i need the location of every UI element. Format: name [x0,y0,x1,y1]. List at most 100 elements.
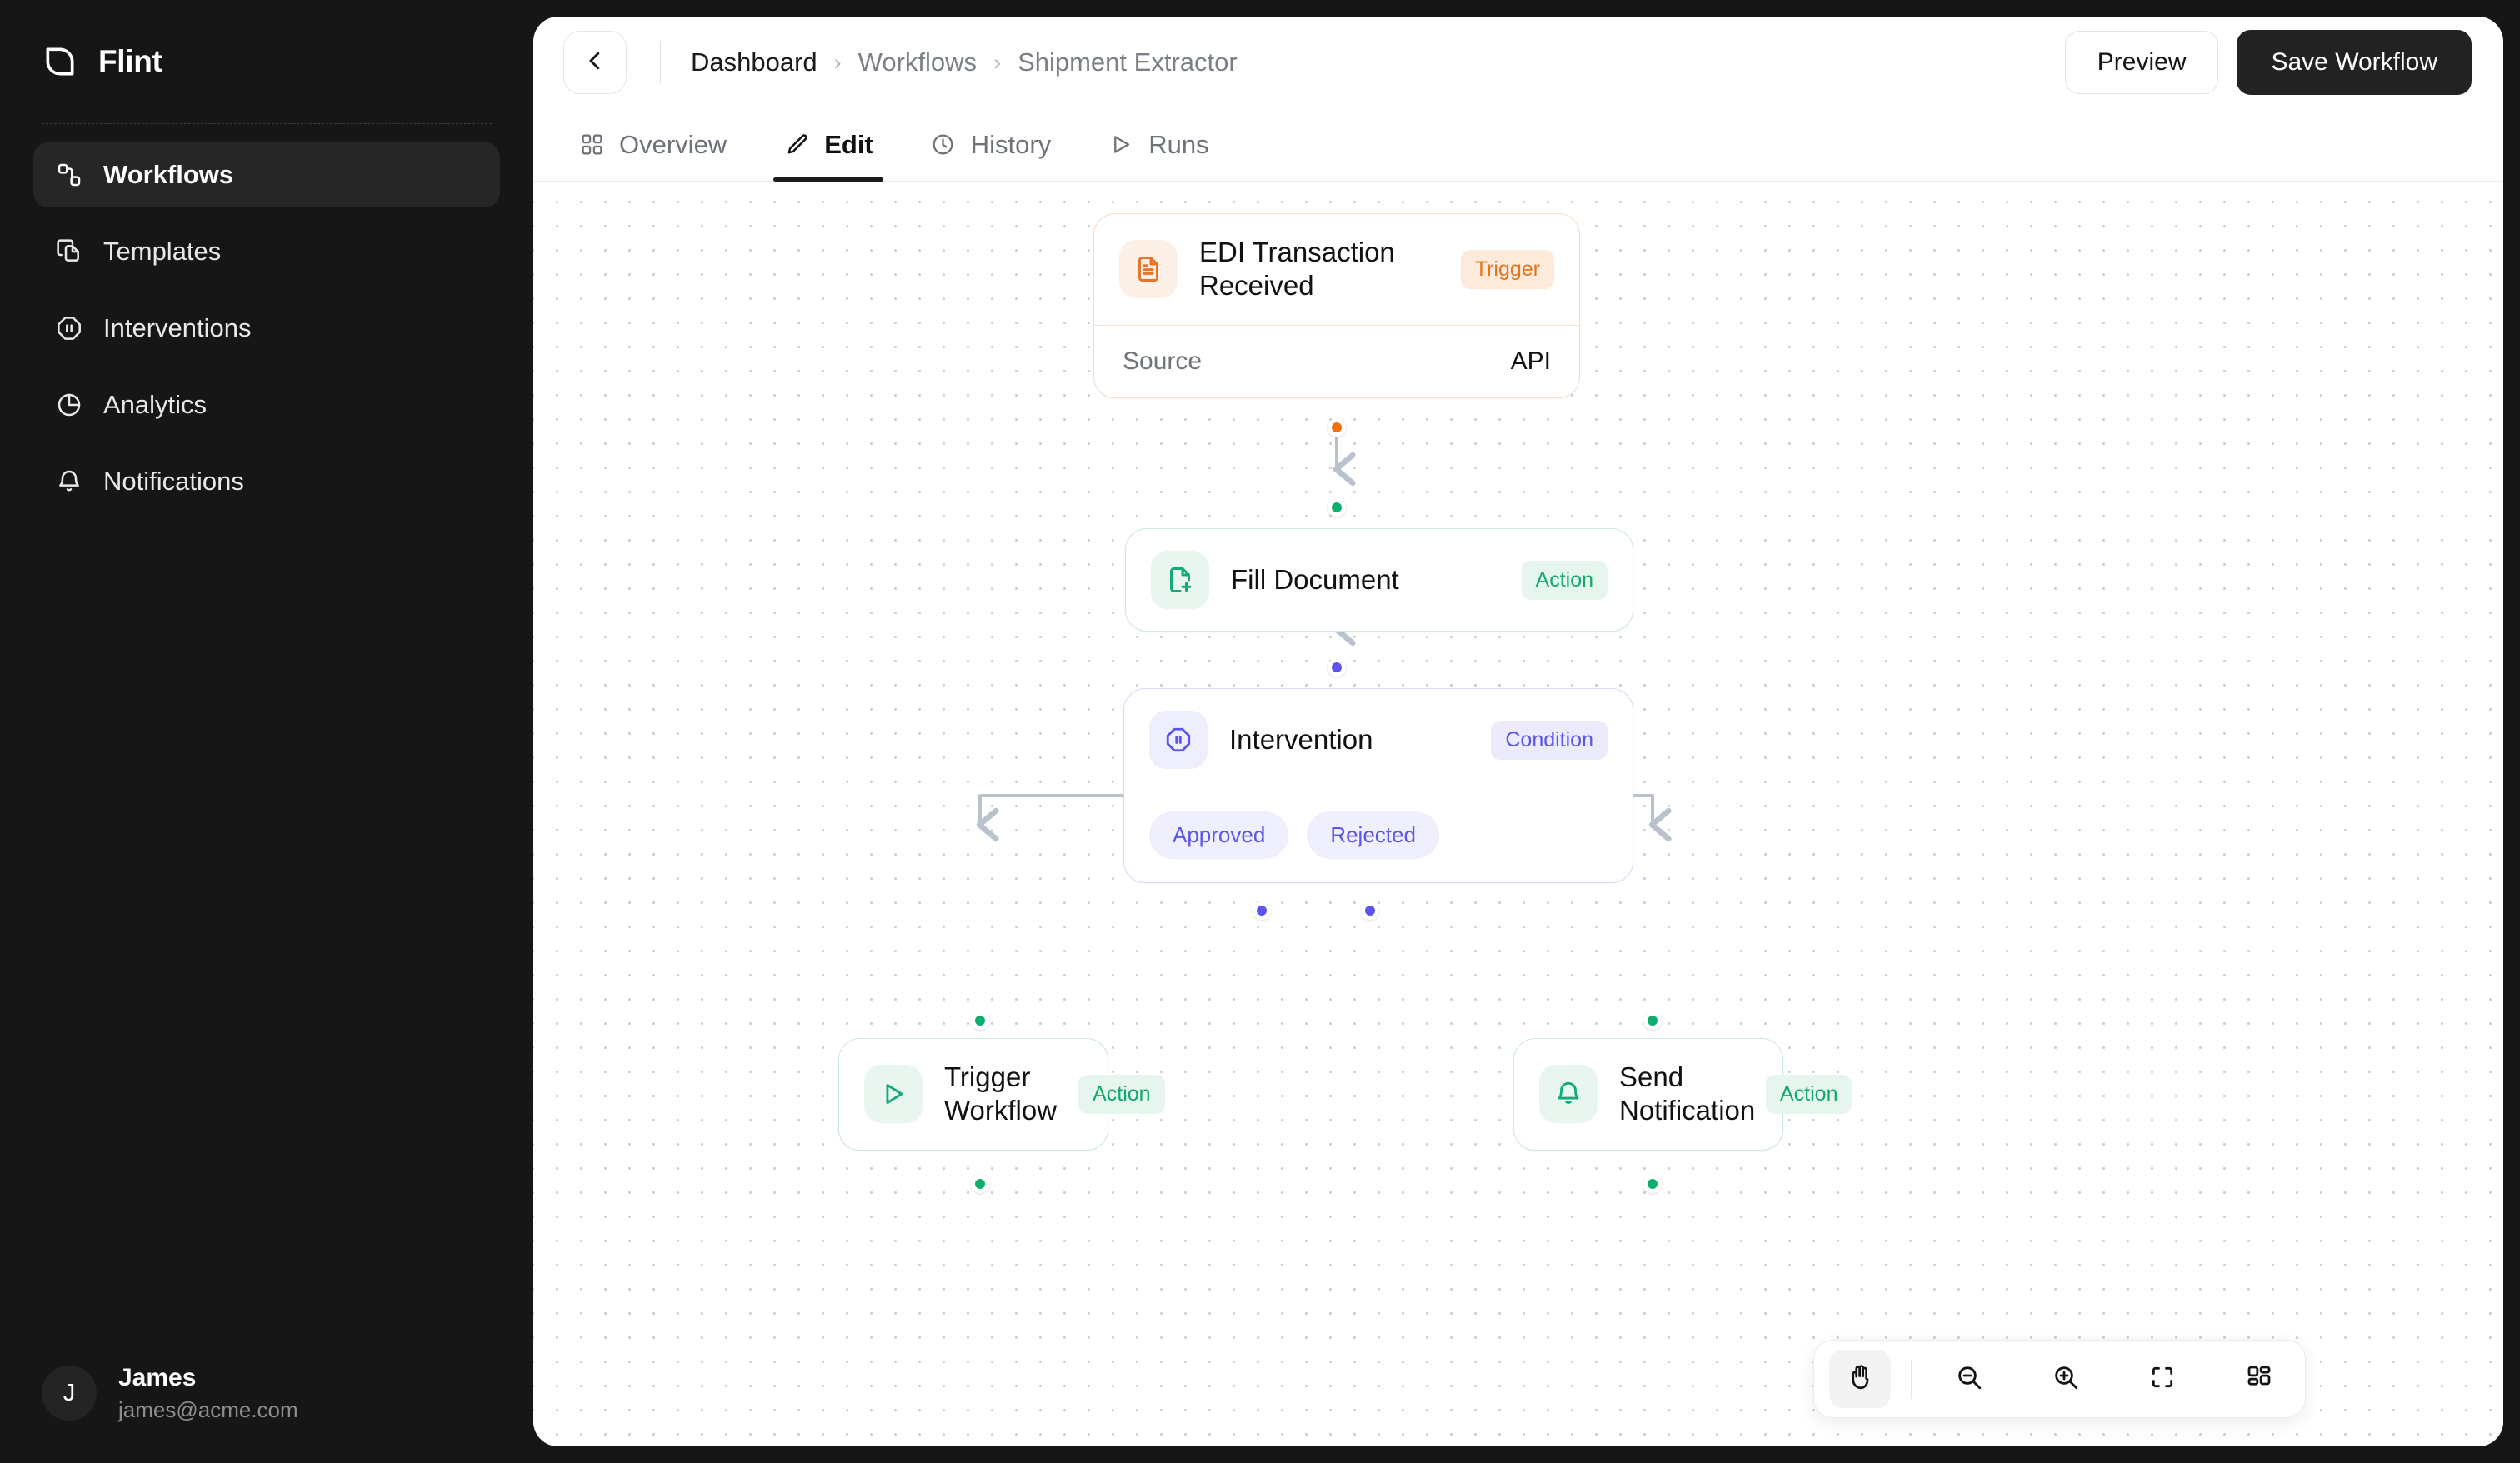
node-header: EDI Transaction Received Trigger [1094,214,1579,325]
save-workflow-button[interactable]: Save Workflow [2237,30,2472,95]
pan-tool-button[interactable] [1829,1350,1891,1408]
node-edi-transaction-received[interactable]: EDI Transaction Received Trigger Source … [1093,213,1580,398]
breadcrumb: Dashboard › Workflows › Shipment Extract… [691,47,1238,77]
detail-value: API [1510,347,1551,375]
breadcrumb-separator: › [833,49,842,75]
layout-grid-icon [2246,1364,2272,1395]
octagon-pause-icon [1149,711,1208,769]
breadcrumb-item-current[interactable]: Shipment Extractor [1018,47,1238,77]
breadcrumb-item-dashboard[interactable]: Dashboard [691,47,818,77]
node-title: Send Notification [1619,1061,1756,1126]
chevron-left-icon [582,48,608,77]
profile-text: James james@acme.com [118,1361,298,1425]
status-badge: Action [1766,1074,1852,1114]
tab-history[interactable]: History [902,108,1079,181]
node-intervention[interactable]: Intervention Condition Approved Rejected [1123,688,1633,883]
zoom-in-button[interactable] [2035,1350,2097,1408]
tab-edit[interactable]: Edit [755,108,902,182]
branch-rejected[interactable]: Rejected [1307,811,1439,859]
workflows-icon [55,161,83,189]
status-badge: Trigger [1460,249,1554,289]
tab-runs[interactable]: Runs [1079,108,1237,181]
canvas-toolbar [1813,1340,2306,1418]
flint-logo-icon [42,43,78,80]
sidebar-divider [42,123,492,124]
workflow-canvas[interactable]: EDI Transaction Received Trigger Source … [533,182,2503,1446]
analytics-icon [55,391,83,419]
sidebar-item-notifications[interactable]: Notifications [33,449,500,514]
avatar: J [42,1366,97,1421]
sidebar-item-analytics[interactable]: Analytics [33,372,500,437]
clock-icon [930,132,957,158]
port-trigger-workflow-in[interactable] [971,1011,989,1030]
tab-label: Edit [824,129,873,159]
port-intervention-in[interactable] [1328,658,1346,677]
zoom-out-button[interactable] [1938,1350,2000,1408]
node-detail-row: Source API [1094,324,1579,397]
port-trigger-workflow-out[interactable] [971,1175,989,1193]
node-title: Intervention [1229,723,1373,755]
header-divider [660,41,661,84]
node-header: Trigger Workflow Action [839,1039,1165,1150]
interventions-icon [55,314,83,342]
fit-to-screen-button[interactable] [2132,1350,2193,1408]
sidebar-item-label: Interventions [103,313,252,342]
tab-label: Runs [1148,129,1209,159]
tab-label: Overview [619,129,728,159]
node-trigger-workflow[interactable]: Trigger Workflow Action [838,1038,1165,1151]
pencil-icon [783,132,810,158]
sidebar-item-templates[interactable]: Templates [33,219,500,284]
node-send-notification[interactable]: Send Notification Action [1513,1038,1852,1151]
preview-button[interactable]: Preview [2064,31,2219,94]
notifications-icon [55,467,83,496]
status-badge: Action [1521,560,1608,600]
bell-icon [1539,1065,1598,1124]
port-fill-document-in[interactable] [1328,498,1346,517]
fit-screen-icon [2149,1364,2176,1395]
header-actions: Preview Save Workflow [2064,30,2472,95]
user-profile[interactable]: J James james@acme.com [33,1361,500,1463]
port-trigger-out[interactable] [1328,418,1346,437]
zoom-out-icon [1955,1363,1983,1396]
breadcrumb-separator: › [993,49,1002,75]
tab-bar: Overview Edit History [533,108,2503,182]
port-send-notification-out[interactable] [1643,1175,1662,1193]
tab-overview[interactable]: Overview [563,108,755,181]
templates-icon [55,237,83,266]
status-badge: Condition [1491,720,1608,760]
play-triangle-icon [864,1065,922,1124]
hand-icon [1846,1363,1874,1396]
grid-icon [578,132,605,158]
sidebar-item-label: Analytics [103,390,208,419]
breadcrumb-item-workflows[interactable]: Workflows [858,47,978,77]
sidebar-item-workflows[interactable]: Workflows [33,142,500,207]
node-title: Trigger Workflow [944,1061,1058,1126]
sidebar-nav: Workflows Templates [33,142,500,514]
branch-approved[interactable]: Approved [1149,811,1289,859]
file-plus-icon [1151,551,1209,609]
port-send-notification-in[interactable] [1643,1011,1662,1030]
sidebar-item-label: Templates [103,237,222,266]
document-text-icon [1119,240,1178,299]
detail-key: Source [1122,347,1202,375]
sidebar: Flint Workflows [0,0,533,1463]
port-branch-approved-out[interactable] [1252,901,1271,920]
port-branch-rejected-out[interactable] [1361,901,1379,920]
brand: Flint [33,0,500,123]
main-panel: Dashboard › Workflows › Shipment Extract… [533,17,2503,1446]
node-fill-document[interactable]: Fill Document Action [1125,528,1633,632]
layout-button[interactable] [2228,1350,2290,1408]
back-button[interactable] [563,31,627,94]
tab-label: History [970,129,1052,159]
node-header: Intervention Condition [1124,689,1632,791]
node-title: Fill Document [1231,563,1399,595]
node-header: Send Notification Action [1514,1039,1852,1150]
status-badge: Action [1078,1074,1165,1114]
profile-name: James [118,1364,197,1392]
branch-row: Approved Rejected [1124,791,1632,882]
sidebar-item-label: Notifications [103,467,244,496]
node-title: EDI Transaction Received [1199,237,1395,302]
node-header: Fill Document Action [1126,529,1632,631]
sidebar-item-interventions[interactable]: Interventions [33,296,500,361]
profile-email: james@acme.com [118,1396,298,1422]
